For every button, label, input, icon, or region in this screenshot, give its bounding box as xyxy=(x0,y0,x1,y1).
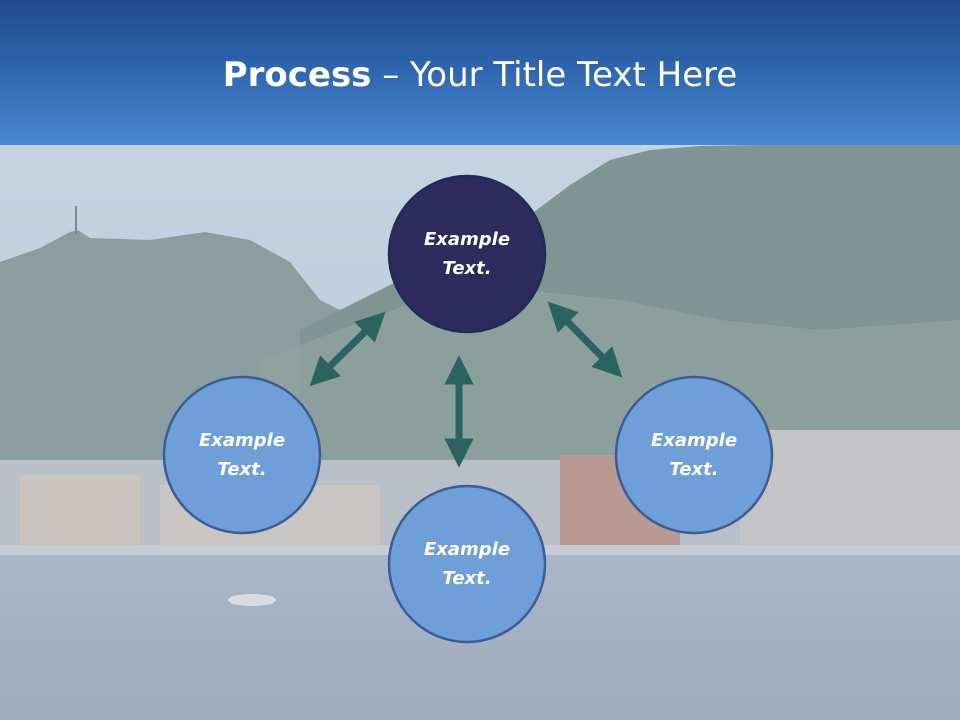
title-bar: Process – Your Title Text Here xyxy=(0,0,960,145)
arrow-top-right xyxy=(547,301,623,378)
node-right xyxy=(614,375,774,535)
buildings-c xyxy=(740,430,960,550)
slide-title: Process – Your Title Text Here xyxy=(0,52,960,98)
node-bottom-line2: Text. xyxy=(442,568,492,589)
buildings-a xyxy=(20,475,140,545)
node-bottom-line1: Example xyxy=(423,539,511,560)
title-bold: Process xyxy=(222,55,372,95)
node-right-line1: Example xyxy=(650,430,738,451)
node-left-text: Example Text. xyxy=(172,426,312,484)
node-bottom xyxy=(387,484,547,644)
arrow-top-left xyxy=(309,311,386,387)
node-left xyxy=(162,375,322,535)
node-left-line1: Example xyxy=(198,430,286,451)
node-bottom-text: Example Text. xyxy=(397,535,537,593)
node-left-line2: Text. xyxy=(217,459,267,480)
title-rest: – Your Title Text Here xyxy=(371,55,738,95)
node-top-line2: Text. xyxy=(442,258,492,279)
node-top xyxy=(387,174,547,334)
node-top-text: Example Text. xyxy=(397,225,537,283)
node-top-line1: Example xyxy=(423,229,511,250)
boat xyxy=(228,594,276,606)
node-right-text: Example Text. xyxy=(624,426,764,484)
node-right-line2: Text. xyxy=(669,459,719,480)
